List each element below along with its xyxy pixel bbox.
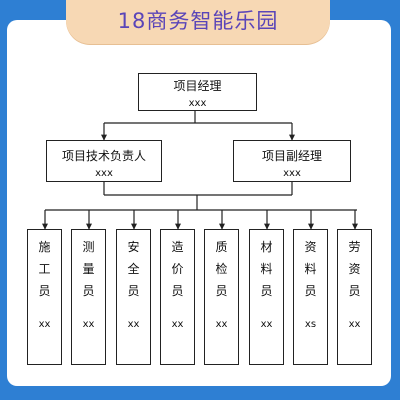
staff-char: 全 (127, 262, 140, 276)
staff-char: 员 (348, 284, 361, 298)
staff-char: 劳 (348, 240, 361, 254)
staff-code: xx (215, 319, 228, 330)
staff-char: 员 (38, 284, 51, 298)
staff-char: 资 (348, 262, 361, 276)
staff-column-5: 质 检 员 xx (204, 229, 239, 365)
node-title: 项目经理 (173, 79, 222, 93)
staff-char: 员 (82, 284, 95, 298)
node-deputy-manager: 项目副经理 xxx (233, 140, 351, 182)
node-technical-lead: 项目技术负责人 xxx (46, 140, 162, 182)
staff-char: 量 (82, 262, 95, 276)
staff-char: 造 (171, 240, 184, 254)
staff-char: 员 (215, 284, 228, 298)
node-subtitle: xxx (283, 168, 301, 179)
staff-code: xx (260, 319, 273, 330)
staff-char: 员 (304, 284, 317, 298)
node-subtitle: xxx (188, 98, 207, 109)
staff-char: 员 (171, 284, 184, 298)
staff-column-1: 施 工 员 xx (27, 229, 62, 365)
staff-code: xx (171, 319, 184, 330)
staff-char: 质 (215, 240, 228, 254)
node-subtitle: xxx (95, 168, 113, 179)
staff-code: xs (304, 319, 317, 330)
staff-column-8: 劳 资 员 xx (337, 229, 372, 365)
staff-column-3: 安 全 员 xx (116, 229, 151, 365)
staff-char: 检 (215, 262, 228, 276)
staff-code: xx (127, 319, 140, 330)
staff-column-4: 造 价 员 xx (160, 229, 195, 365)
staff-char: 员 (260, 284, 273, 298)
staff-char: 资 (304, 240, 317, 254)
staff-code: xx (82, 319, 95, 330)
node-project-manager: 项目经理 xxx (138, 73, 257, 111)
staff-column-6: 材 料 员 xx (249, 229, 284, 365)
node-title: 项目技术负责人 (61, 149, 146, 163)
staff-char: 施 (38, 240, 51, 254)
staff-char: 安 (127, 240, 140, 254)
staff-char: 材 (260, 240, 273, 254)
page-title: 18商务智能乐园 (117, 9, 279, 33)
staff-char: 工 (38, 262, 51, 276)
staff-code: xx (38, 319, 51, 330)
staff-column-7: 资 料 员 xs (293, 229, 328, 365)
node-title: 项目副经理 (261, 149, 322, 163)
staff-char: 测 (82, 240, 95, 254)
staff-column-2: 测 量 员 xx (71, 229, 106, 365)
staff-code: xx (348, 319, 361, 330)
staff-char: 价 (171, 262, 184, 276)
title-banner: 18商务智能乐园 (66, 0, 330, 44)
staff-char: 料 (260, 262, 273, 276)
staff-char: 料 (304, 262, 317, 276)
staff-char: 员 (127, 284, 140, 298)
